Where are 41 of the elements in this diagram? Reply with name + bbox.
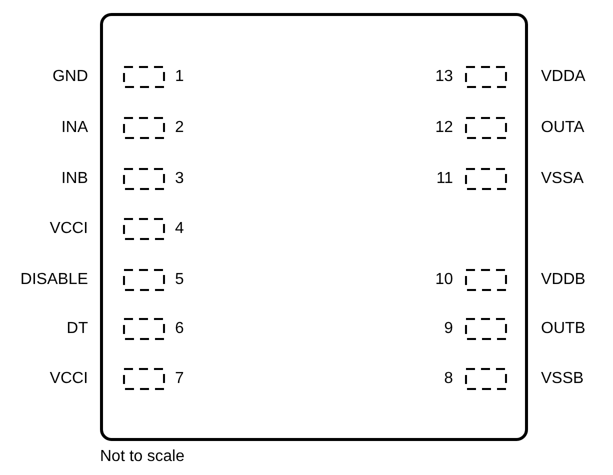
pin-number: 2 (175, 118, 184, 138)
pad (123, 318, 165, 340)
pin-name: VSSB (541, 369, 584, 389)
pin-name: OUTA (541, 118, 584, 138)
pad (123, 168, 165, 190)
pin-number: 11 (436, 169, 453, 189)
pin-name: DISABLE (20, 270, 88, 290)
pad (123, 66, 165, 88)
pad (123, 368, 165, 390)
pad (123, 117, 165, 139)
pin-number: 13 (435, 67, 453, 87)
pin-name: GND (52, 67, 88, 87)
pin-number: 8 (444, 369, 453, 389)
pad (465, 66, 507, 88)
pin-number: 10 (435, 270, 453, 290)
pin-number: 9 (444, 319, 453, 339)
pin-name: OUTB (541, 319, 586, 339)
pad (465, 368, 507, 390)
pin-name: INA (61, 118, 88, 138)
pin-number: 1 (175, 67, 184, 87)
pin-name: VSSA (541, 169, 584, 189)
pin-number: 7 (175, 369, 184, 389)
pin-name: VCCI (50, 219, 88, 239)
pin-number: 6 (175, 319, 184, 339)
pin-number: 12 (435, 118, 453, 138)
note: Not to scale (100, 447, 184, 467)
pin-name: VDDB (541, 270, 586, 290)
pad (465, 269, 507, 291)
pin-number: 5 (175, 270, 184, 290)
pad (123, 269, 165, 291)
package-outline (100, 13, 528, 441)
pin-name: VDDA (541, 67, 586, 87)
pad (123, 218, 165, 240)
pad (465, 318, 507, 340)
pad (465, 117, 507, 139)
pin-name: INB (61, 169, 88, 189)
pin-name: DT (66, 319, 88, 339)
pin-number: 3 (175, 169, 184, 189)
pin-number: 4 (175, 219, 184, 239)
pin-name: VCCI (50, 369, 88, 389)
pad (465, 168, 507, 190)
